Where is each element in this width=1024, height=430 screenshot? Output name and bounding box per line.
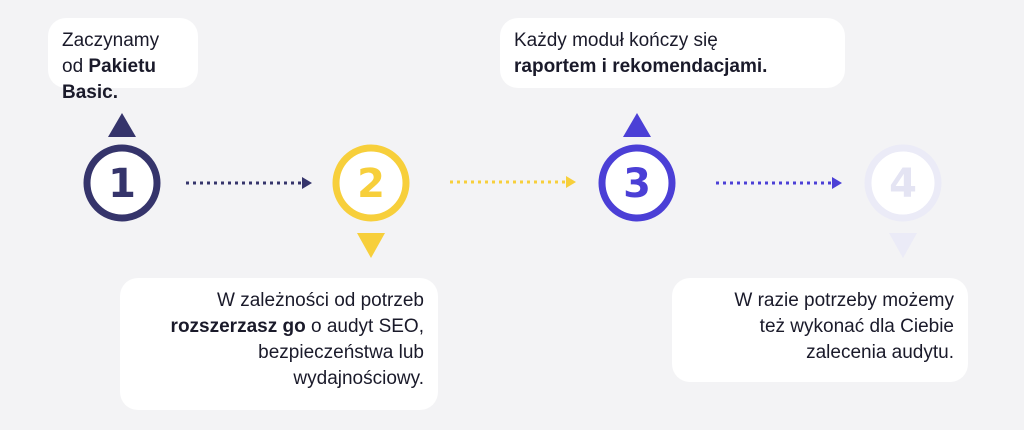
step-1-note-line-1: Zaczynamy [62,30,160,51]
step-2-number: 2 [357,161,385,207]
step-3-pointer-up [623,113,651,137]
step-4-note-line-1: W razie potrzeby możemy [734,290,954,311]
step-1-note-highlight: Pakietu Basic. [62,56,157,103]
step-3-note-line-1: Każdy moduł kończy się [514,30,718,51]
step-4-pointer-down [889,233,917,258]
step-4-note-line-3: zalecenia audytu. [806,342,954,363]
step-3-note-highlight: raportem i rekomendacjami. [514,56,768,77]
step-1-number: 1 [108,161,136,207]
step-4-note-line-2: też wykonać dla Ciebie [759,316,954,337]
step-3-note: Każdy moduł kończy się raportem i rekome… [500,18,845,88]
step-2-pointer-down [357,233,385,258]
step-3-circle [598,144,676,222]
step-2-note-line-4: wydajnościowy. [293,368,424,389]
step-3-note-line-2: raportem i rekomendacjami. [514,54,831,80]
step-1-note-prefix: od [62,56,89,77]
step-2-note-line-1: W zależności od potrzeb [217,290,424,311]
step-1-note: Zaczynamy od Pakietu Basic. [48,18,198,103]
step-4-note: W razie potrzeby możemy też wykonać dla … [672,278,968,382]
connector-3-4-arrowhead [832,177,842,189]
step-2-circle [332,144,410,222]
connector-1-2-arrowhead [302,177,312,189]
step-1-pointer-up [108,113,136,137]
step-2-note-line-2: rozszerzasz go o audyt SEO, [134,314,424,340]
step-1-circle [83,144,161,222]
step-2-note: W zależności od potrzeb rozszerzasz go o… [120,278,438,410]
step-1-note-line-2: od Pakietu Basic. [62,54,184,106]
step-2-note-highlight: rozszerzasz go [170,316,306,337]
step-4-circle [864,144,942,222]
step-2-note-line-3: bezpieczeństwa lub [258,342,424,363]
step-3-number: 3 [623,161,651,207]
step-2-note-line-2-rest: o audyt SEO, [305,316,424,337]
connector-2-3-arrowhead [566,176,576,188]
step-4-number: 4 [889,161,917,207]
